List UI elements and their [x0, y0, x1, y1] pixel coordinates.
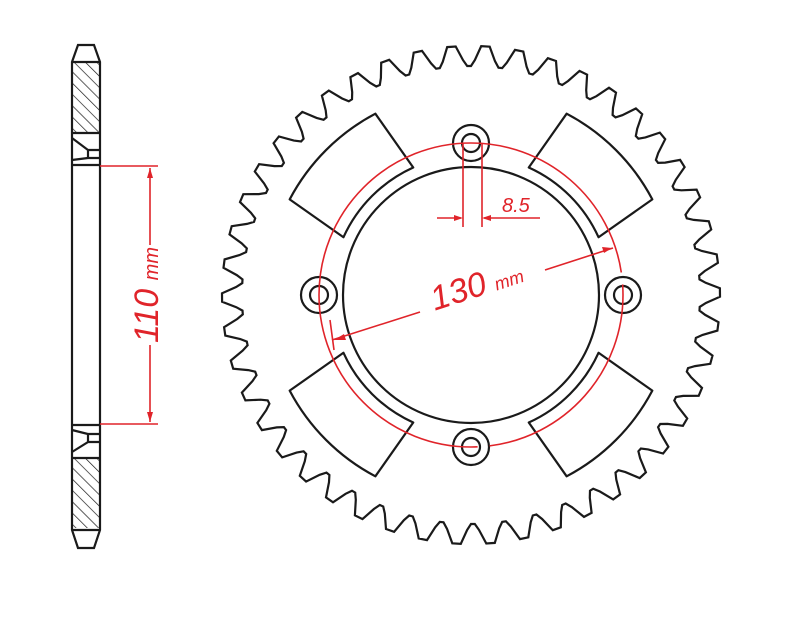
pcd-dimension: 130 mm — [329, 247, 614, 351]
lightening-windows — [288, 112, 654, 478]
side-dimension-label: 110 mm — [128, 247, 166, 343]
center-bore — [341, 165, 601, 425]
lightening-window — [527, 351, 654, 478]
hole-dimension-value: 8.5 — [502, 195, 531, 217]
front-view: 8.5 130 mm — [220, 45, 722, 545]
bolt-hole — [299, 275, 339, 315]
top-bolt-section — [71, 137, 100, 162]
pitch-circle — [318, 142, 624, 448]
pcd-value: 130 — [425, 265, 491, 319]
bolt-holes — [299, 123, 643, 467]
bore-dimension: 110 mm — [100, 165, 166, 425]
bottom-bolt-section — [71, 428, 100, 453]
bolt-hole — [451, 427, 491, 467]
side-dimension-value: 110 — [128, 289, 166, 343]
bolt-hole — [451, 123, 491, 163]
bolt-hole — [603, 275, 643, 315]
top-hatch — [73, 63, 99, 133]
lightening-window — [527, 112, 654, 239]
hole-dimension: 8.5 — [437, 143, 540, 227]
side-view-outline — [70, 43, 102, 550]
lightening-window — [288, 112, 415, 239]
pcd-unit: mm — [492, 266, 527, 294]
pcd-label: 130 mm — [425, 253, 527, 319]
side-view: 110 mm — [70, 43, 166, 550]
lightening-window — [288, 351, 415, 478]
bottom-hatch — [73, 458, 99, 528]
sprocket-teeth-outline — [220, 45, 722, 545]
side-dimension-unit: mm — [141, 247, 163, 280]
